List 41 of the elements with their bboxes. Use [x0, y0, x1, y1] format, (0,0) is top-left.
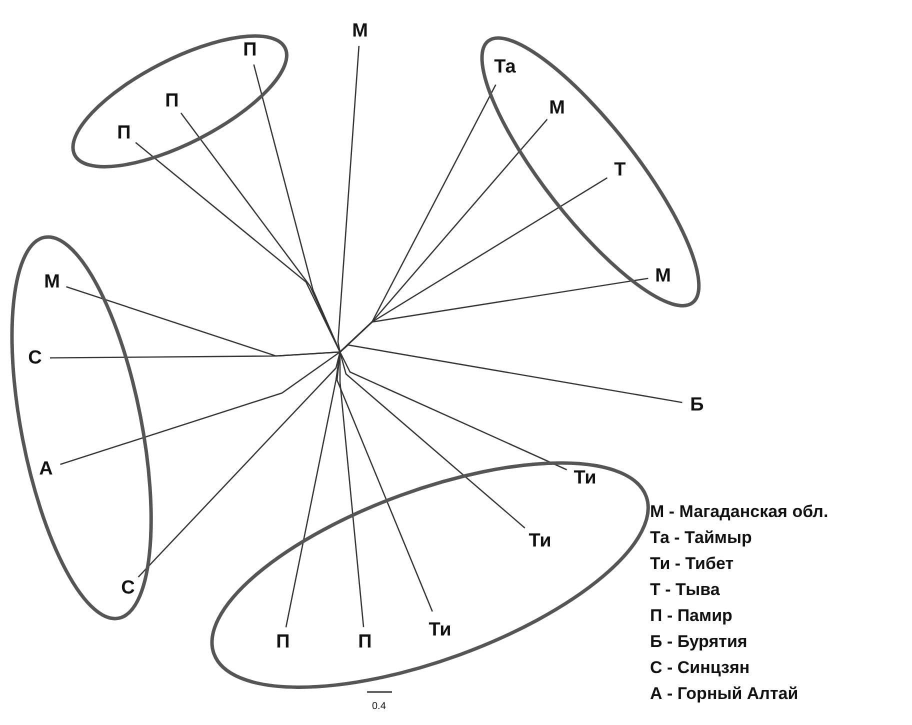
tree-branch — [336, 352, 433, 612]
leaf-label: Б — [690, 396, 704, 414]
tree-branch — [337, 46, 360, 352]
leaf-label: А — [39, 459, 53, 478]
legend-entry: Т - Тыва — [650, 581, 720, 598]
leaf-label: М — [655, 266, 671, 286]
leaf-label: М — [549, 98, 565, 118]
tree-branch — [339, 352, 526, 528]
group-ellipse — [71, 34, 289, 168]
legend-entry: А - Горный Алтай — [650, 685, 798, 702]
tree-branch — [50, 351, 340, 359]
leaf-label: Ти — [528, 531, 552, 550]
legend-entry: Та - Таймыр — [650, 529, 752, 546]
leaf-label: Ти — [574, 468, 596, 488]
tree-branch — [135, 142, 341, 352]
legend-entry: Ти - Тибет — [650, 555, 734, 572]
leaf-label: С — [121, 578, 135, 598]
group-ellipse — [10, 235, 154, 621]
legend-entry: С - Синцзян — [650, 659, 750, 676]
tree-branch — [138, 352, 341, 578]
leaf-label: Т — [614, 160, 626, 180]
scale-value: 0.4 — [372, 702, 386, 712]
tree-branch — [285, 352, 341, 628]
leaf-label: С — [28, 348, 42, 368]
leaf-label: П — [276, 632, 290, 652]
tree-branch — [340, 344, 682, 404]
leaf-label: Ти — [428, 620, 452, 640]
legend-entry: М - Магаданская обл. — [650, 503, 828, 520]
legend-entry: Б - Бурятия — [650, 633, 748, 650]
tree-branch — [60, 351, 340, 466]
leaf-label: П — [358, 632, 372, 652]
leaf-label: М — [44, 272, 60, 292]
leaf-label: П — [243, 40, 257, 60]
group-ellipse — [480, 36, 700, 308]
group-ellipse — [210, 460, 650, 690]
leaf-label: М — [352, 22, 368, 40]
leaf-label: П — [117, 123, 131, 142]
leaf-label: Та — [494, 57, 516, 76]
tree-branch — [339, 352, 568, 470]
leaf-label: П — [165, 91, 179, 110]
legend-entry: П - Памир — [650, 607, 732, 624]
